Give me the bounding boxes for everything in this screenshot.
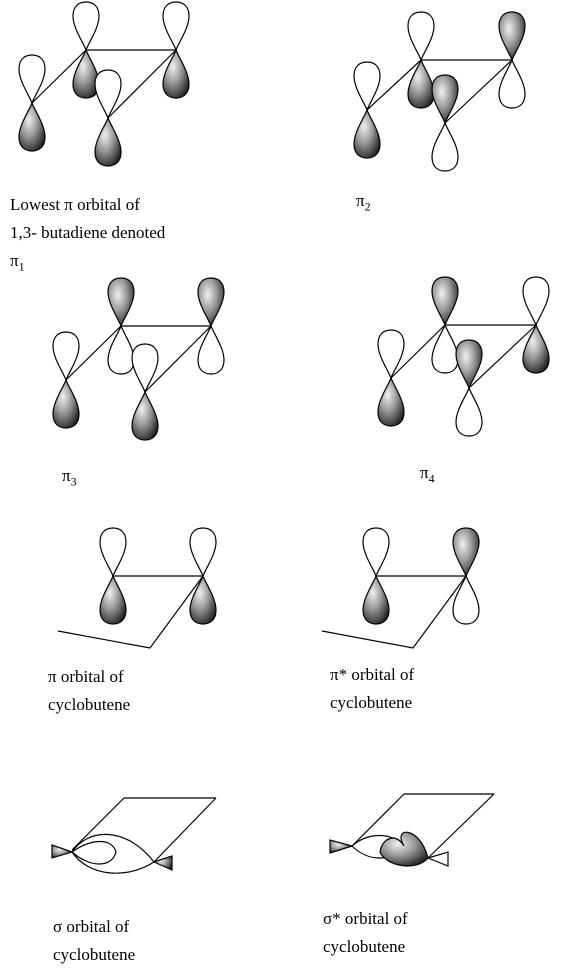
caption-pi2-sub: 2 (364, 199, 371, 214)
caption-cyclobutene-sigmastar: σ* orbital of cyclobutene (323, 905, 408, 961)
caption-pi1-symbol: π (10, 251, 19, 270)
caption-cyclobutene-pi: π orbital of cyclobutene (48, 663, 130, 719)
caption-cyclobutene-sigma-line2: cyclobutene (53, 945, 136, 964)
caption-pi3: π3 (62, 462, 77, 495)
caption-pi2-symbol: π (356, 191, 365, 210)
cyclobutene-pistar-figure (321, 527, 480, 649)
caption-pi4-sub: 4 (428, 471, 435, 486)
caption-pi3-symbol: π (62, 466, 71, 485)
caption-cyclobutene-sigmastar-line1: σ* orbital of (323, 909, 408, 928)
caption-pi4: π4 (420, 459, 435, 492)
caption-pi1-sub: 1 (18, 259, 25, 274)
caption-cyclobutene-sigma: σ orbital of cyclobutene (53, 913, 135, 969)
caption-pi3-sub: 3 (70, 474, 77, 489)
caption-cyclobutene-pistar-line1: π* orbital of (330, 665, 415, 684)
caption-pi2: π2 (356, 187, 371, 220)
caption-pi1: Lowest π orbital of 1,3- butadiene denot… (10, 191, 165, 280)
pi4-orbital-figure (377, 276, 550, 437)
caption-cyclobutene-pistar-line2: cyclobutene (330, 693, 413, 712)
cyclobutene-pi-figure (57, 527, 217, 649)
caption-cyclobutene-sigmastar-line2: cyclobutene (323, 937, 406, 956)
caption-pi1-line2: 1,3- butadiene denoted (10, 223, 166, 242)
pi1-orbital-figure (18, 1, 190, 167)
pi3-orbital-figure (52, 277, 225, 441)
caption-cyclobutene-pistar: π* orbital of cyclobutene (330, 661, 414, 717)
cyclobutene-sigma-figure (51, 797, 217, 874)
caption-pi4-symbol: π (420, 463, 429, 482)
caption-pi1-symbol-line: π1 (10, 247, 165, 280)
caption-cyclobutene-pi-line2: cyclobutene (48, 695, 131, 714)
caption-cyclobutene-pi-line1: π orbital of (48, 667, 124, 686)
caption-pi1-line1: Lowest π orbital of (10, 195, 140, 214)
pi2-orbital-figure (353, 11, 526, 172)
caption-cyclobutene-sigma-line1: σ orbital of (53, 917, 130, 936)
cyclobutene-sigmastar-figure (329, 793, 495, 867)
